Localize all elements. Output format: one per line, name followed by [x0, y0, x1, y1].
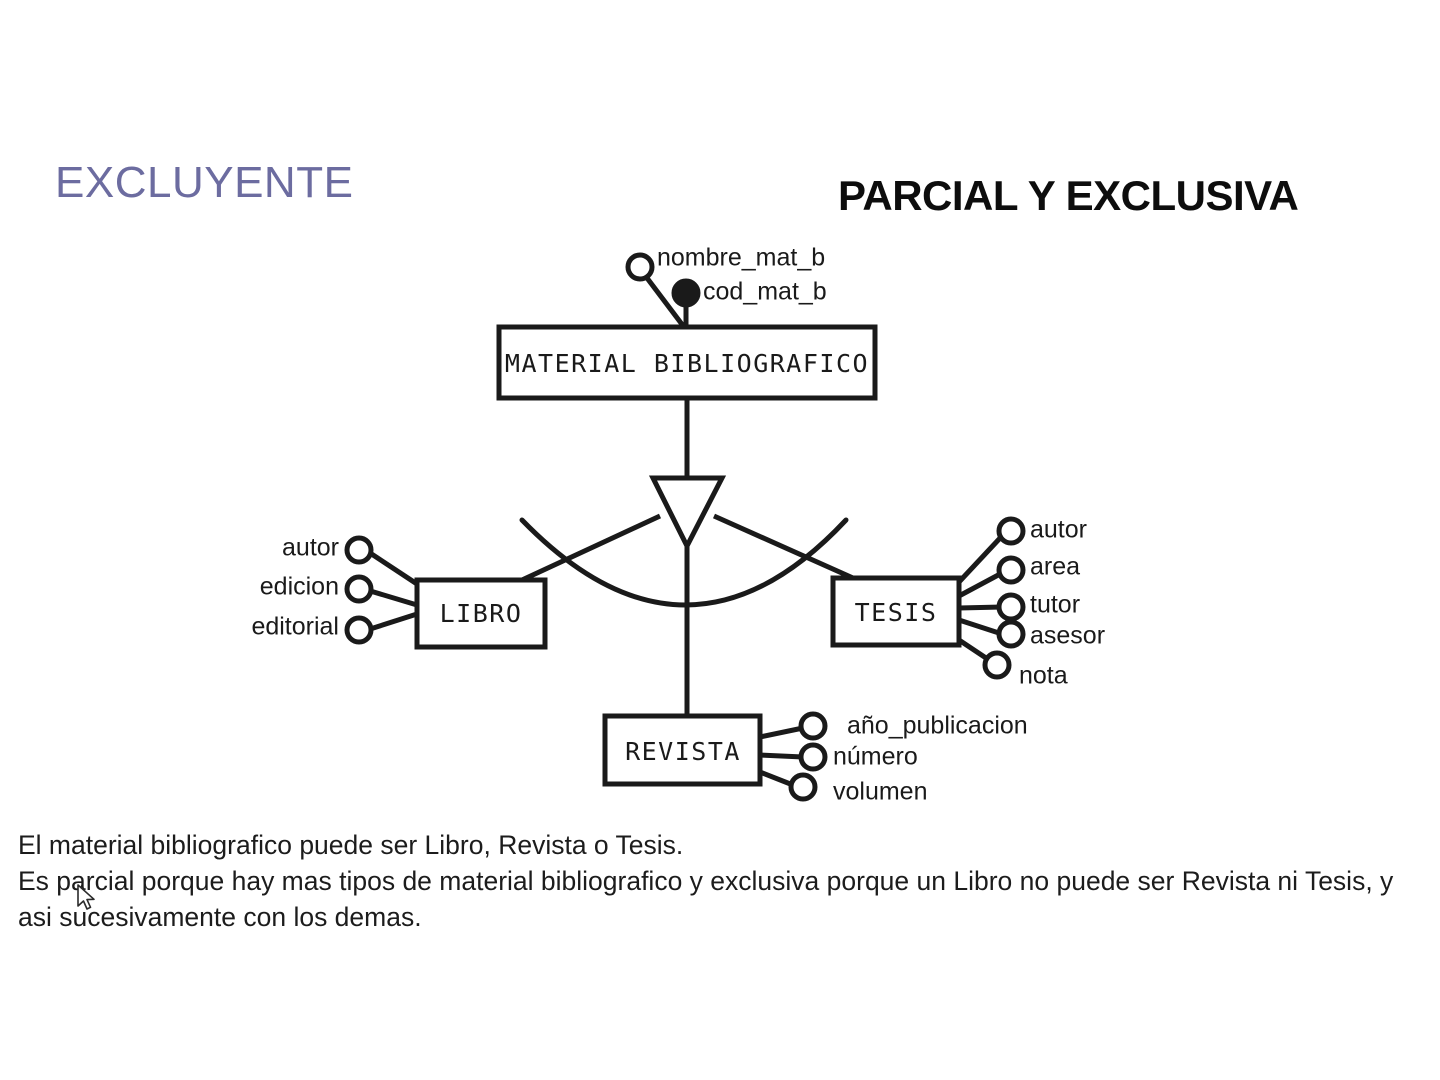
attribute-label-libro-autor: autor — [282, 534, 339, 562]
attribute-marker-revista-numero — [798, 742, 828, 772]
connector-revista-numero — [759, 752, 804, 760]
connector-tesis-autor — [957, 534, 1004, 584]
attribute-marker-cod-mat-b — [671, 278, 701, 308]
attribute-label-libro-editorial: editorial — [251, 613, 339, 641]
attribute-label-tesis-tutor: tutor — [1030, 591, 1080, 619]
exclusive-constraint-arc — [519, 517, 849, 608]
entity-label-revista: REVISTA — [625, 737, 741, 766]
attribute-label-tesis-nota: nota — [1019, 662, 1068, 690]
attribute-label-nombre-mat-b: nombre_mat_b — [657, 244, 825, 272]
attribute-marker-revista-anio-publicacion — [798, 711, 828, 741]
attribute-marker-libro-autor — [344, 535, 374, 565]
connector-tesis-area — [957, 570, 1004, 599]
attribute-label-cod-mat-b: cod_mat_b — [703, 278, 827, 306]
attribute-label-revista-volumen: volumen — [833, 778, 928, 806]
caption-block: El material bibliografico puede ser Libr… — [18, 827, 1418, 935]
connector-revista-anio-publicacion — [759, 725, 804, 740]
attribute-label-revista-numero: número — [833, 743, 918, 771]
attribute-marker-tesis-asesor — [996, 619, 1026, 649]
attribute-label-tesis-asesor: asesor — [1030, 622, 1105, 650]
connector-nombre-mat-b — [642, 272, 686, 329]
attribute-marker-revista-volumen — [788, 772, 818, 802]
connector-libro-editorial — [366, 611, 418, 633]
entity-box-libro — [414, 577, 548, 650]
caption-line-1: El material bibliografico puede ser Libr… — [18, 830, 684, 860]
connector-specialization-to-libro — [520, 513, 662, 583]
attribute-marker-libro-edicion — [344, 574, 374, 604]
entity-label-material-bibliografico: MATERIAL BIBLIOGRAFICO — [505, 349, 869, 378]
attribute-label-libro-edicion: edicion — [260, 573, 339, 601]
caption-line-2: Es parcial porque hay mas tipos de mater… — [18, 866, 1394, 932]
connector-tesis-tutor — [958, 604, 1003, 611]
specialization-triangle-icon — [648, 475, 727, 552]
connector-specialization-to-tesis — [712, 513, 855, 581]
connector-libro-edicion — [366, 587, 418, 608]
entity-label-tesis: TESIS — [855, 598, 938, 627]
attribute-label-revista-anio-publicacion: año_publicacion — [847, 712, 1028, 740]
attribute-marker-tesis-area — [996, 555, 1026, 585]
connector-libro-autor — [365, 548, 419, 587]
connector-tesis-asesor — [958, 617, 1003, 637]
attribute-marker-nombre-mat-b — [625, 252, 655, 282]
attribute-marker-tesis-tutor — [996, 592, 1026, 622]
page-title-right: PARCIAL Y EXCLUSIVA — [838, 172, 1299, 219]
page-title-left: EXCLUYENTE — [55, 158, 354, 207]
entity-box-tesis — [830, 575, 962, 648]
attribute-marker-tesis-autor — [996, 516, 1026, 546]
attribute-label-tesis-autor: autor — [1030, 516, 1087, 544]
entity-box-revista — [602, 713, 763, 787]
entity-label-libro: LIBRO — [440, 599, 523, 628]
attribute-label-tesis-area: area — [1030, 553, 1080, 581]
attribute-marker-libro-editorial — [344, 615, 374, 645]
attribute-marker-tesis-nota — [982, 650, 1012, 680]
